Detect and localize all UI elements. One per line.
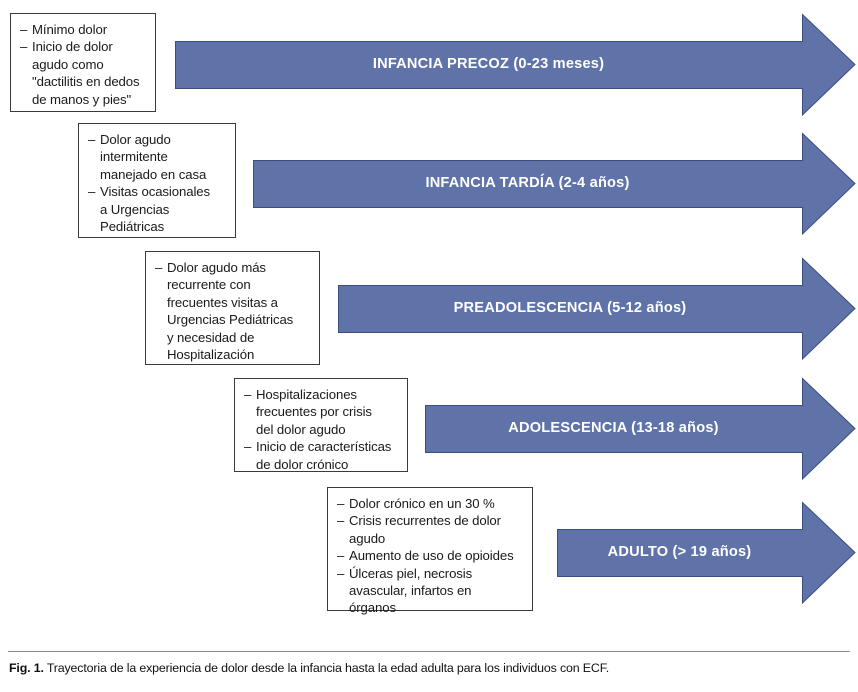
caption-divider bbox=[8, 651, 850, 652]
note-box-adulto: Dolor crónico en un 30 % Crisis recurren… bbox=[327, 487, 533, 615]
figure-caption-text: Trayectoria de la experiencia de dolor d… bbox=[46, 661, 610, 675]
arrow-infancia-precoz bbox=[175, 13, 856, 117]
note-box-infancia-tardia: Dolor agudo intermitente manejado en cas… bbox=[78, 123, 236, 238]
arrow-infancia-tardia bbox=[253, 132, 856, 236]
note-item: Dolor crónico en un 30 % bbox=[337, 495, 524, 513]
note-box-infancia-precoz: Mínimo dolor Inicio de dolor agudo como … bbox=[10, 13, 156, 112]
note-item: Hospitalizaciones frecuentes por crisis … bbox=[244, 386, 399, 438]
note-item: Aumento de uso de opioides bbox=[337, 547, 524, 565]
note-list: Mínimo dolor Inicio de dolor agudo como … bbox=[20, 21, 147, 108]
arrow-label-preadolescencia: PREADOLESCENCIA (5-12 años) bbox=[453, 300, 687, 316]
note-item: Dolor agudo más recurrente con frecuente… bbox=[155, 259, 311, 363]
note-item: Mínimo dolor bbox=[20, 21, 147, 39]
note-box-preadolescencia: Dolor agudo más recurrente con frecuente… bbox=[145, 251, 320, 365]
note-item: Úlceras piel, necrosis avascular, infart… bbox=[337, 565, 524, 617]
arrow-preadolescencia bbox=[338, 257, 856, 361]
arrow-label-adulto: ADULTO (> 19 años) bbox=[607, 544, 752, 560]
figure-caption: Fig. 1. Trayectoria de la experiencia de… bbox=[9, 660, 849, 676]
arrow-label-infancia-tardia: INFANCIA TARDÍA (2-4 años) bbox=[425, 175, 630, 191]
arrow-label-adolescencia: ADOLESCENCIA (13-18 años) bbox=[508, 420, 719, 436]
note-item: Inicio de dolor agudo como "dactilitis e… bbox=[20, 38, 147, 108]
arrow-adulto bbox=[557, 501, 856, 605]
note-list: Hospitalizaciones frecuentes por crisis … bbox=[244, 386, 399, 473]
note-item: Crisis recurrentes de dolor agudo bbox=[337, 512, 524, 547]
arrow-label-infancia-precoz: INFANCIA PRECOZ (0-23 meses) bbox=[372, 56, 605, 72]
note-list: Dolor agudo intermitente manejado en cas… bbox=[88, 131, 227, 235]
note-item: Inicio de características de dolor cróni… bbox=[244, 438, 399, 473]
arrow-adolescencia bbox=[425, 377, 856, 481]
note-list: Dolor agudo más recurrente con frecuente… bbox=[155, 259, 311, 363]
figure-caption-label: Fig. 1. bbox=[9, 661, 44, 675]
note-item: Dolor agudo intermitente manejado en cas… bbox=[88, 131, 227, 183]
note-list: Dolor crónico en un 30 % Crisis recurren… bbox=[337, 495, 524, 617]
note-box-adolescencia: Hospitalizaciones frecuentes por crisis … bbox=[234, 378, 408, 472]
note-item: Visitas ocasionales a Urgencias Pediátri… bbox=[88, 183, 227, 235]
